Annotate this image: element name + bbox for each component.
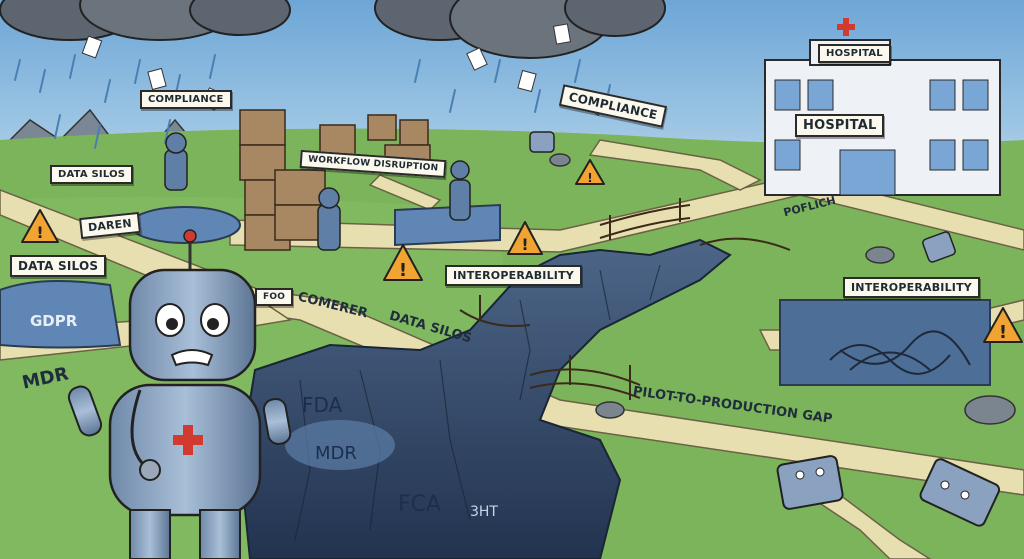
svg-text:!: ! xyxy=(521,235,528,254)
compliance-sign-left: COMPLIANCE xyxy=(140,90,232,109)
storm-cloud-left xyxy=(0,0,291,41)
data-silos-sign-left: DATA SILOS xyxy=(10,255,107,277)
svg-text:!: ! xyxy=(587,171,592,185)
svg-text:!: ! xyxy=(399,260,407,281)
warning-sign xyxy=(21,159,1023,343)
foo-sign: FOO xyxy=(255,288,294,306)
interoperability-sign-center: INTEROPERABILITY xyxy=(445,265,582,286)
hospital-sign: HOSPITAL xyxy=(795,114,885,137)
svg-text:!: ! xyxy=(999,322,1007,343)
hospital-roof-sign: HOSPITAL xyxy=(818,44,891,63)
mdr-pit-label: MDR xyxy=(315,443,357,464)
sht-pit-label: 3HT xyxy=(470,504,498,520)
storm-cloud-right xyxy=(374,0,666,59)
svg-text:!: ! xyxy=(36,223,43,242)
interoperability-sign-right: INTEROPERABILITY xyxy=(843,277,980,298)
fda-pit-label: FDA xyxy=(302,393,343,417)
fca-pit-label: FCA xyxy=(398,492,442,517)
robot-doctor xyxy=(67,229,292,559)
gdpr-label: GDPR xyxy=(30,312,78,330)
data-silos-sign-top: DATA SILOS xyxy=(50,165,134,184)
broken-robot xyxy=(776,455,1001,527)
